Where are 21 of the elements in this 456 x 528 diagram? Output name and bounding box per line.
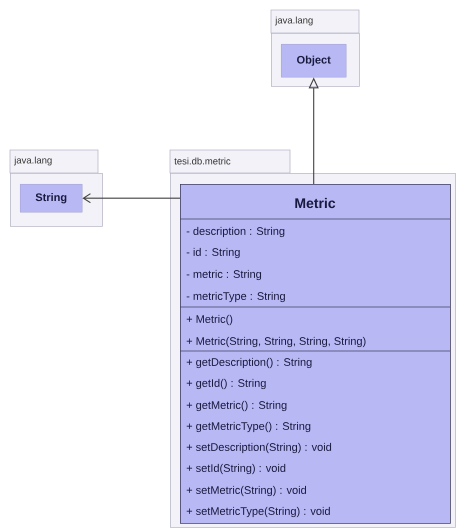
class-box: String bbox=[20, 184, 82, 212]
operation-text: + getMetric() : String bbox=[186, 400, 286, 412]
attribute-text: - description : String bbox=[186, 226, 284, 238]
attribute-text: - metric : String bbox=[186, 270, 262, 280]
node-label: tesi.db.metric bbox=[174, 158, 230, 164]
arrow bbox=[82, 193, 180, 204]
class-box: Object bbox=[281, 44, 346, 78]
operation-text: + getId() : String bbox=[186, 378, 266, 390]
operation-text: + getMetricType() : String bbox=[186, 422, 310, 432]
operation-text: + setMetricType(String) : void bbox=[186, 506, 330, 518]
node-label: java.lang bbox=[14, 156, 52, 166]
node-label: java.lang bbox=[274, 16, 313, 26]
operation-text: + setId(String) : void bbox=[186, 464, 286, 474]
attribute-text: - metricType : String bbox=[186, 292, 285, 302]
operation-text: + getDescription() : String bbox=[186, 358, 312, 368]
operation-text: + Metric(String, String, String, String) bbox=[186, 336, 366, 348]
attribute-text: - id : String bbox=[186, 248, 240, 258]
class-name: Metric bbox=[295, 198, 336, 208]
operation-text: + setMetric(String) : void bbox=[186, 486, 306, 496]
operation-text: + Metric() bbox=[186, 314, 232, 326]
operation-text: + setDescription(String) : void bbox=[186, 442, 332, 454]
